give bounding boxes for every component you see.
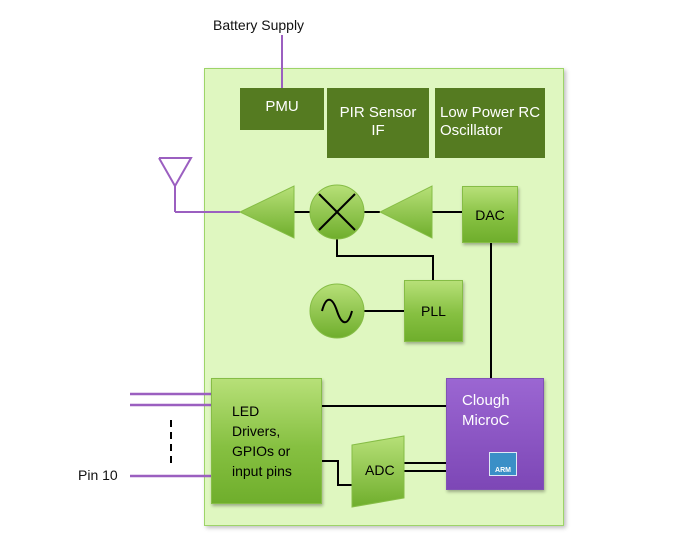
antenna-icon — [158, 157, 240, 213]
led-label-1: LED — [232, 403, 260, 419]
battery-supply-label: Battery Supply — [213, 17, 305, 33]
pin10-label: Pin 10 — [78, 467, 118, 483]
pll-label: PLL — [421, 303, 446, 319]
pll-block: PLL — [404, 280, 463, 342]
mcu-block: Clough MicroC ARM — [446, 378, 544, 490]
led-label-3: GPIOs or — [232, 443, 291, 459]
pmu-block: PMU — [240, 88, 324, 130]
led-label-2: Drivers, — [232, 423, 281, 439]
pir-sensor-block: PIR Sensor IF — [327, 88, 429, 158]
led-to-adc-wire — [322, 460, 352, 486]
mcu-label-1: Clough — [462, 392, 510, 409]
mcu-label-2: MicroC — [462, 412, 510, 429]
arm-logo-text: ARM — [495, 467, 511, 474]
mixer-icon — [309, 184, 365, 240]
pir-sensor-label: PIR Sensor — [339, 104, 417, 121]
led-drivers-block: LED Drivers, GPIOs or input pins — [211, 378, 322, 504]
oscillator-label: Oscillator — [440, 122, 503, 139]
pir-sensor-label-2: IF — [371, 122, 385, 139]
low-power-oscillator-block: Low Power RC Oscillator — [435, 88, 545, 158]
power-amplifier-icon — [238, 185, 295, 239]
adc-shape — [351, 435, 405, 508]
pmu-label: PMU — [265, 98, 299, 115]
driver-amplifier-icon — [378, 185, 433, 239]
mixer-lo-wire — [336, 238, 434, 280]
led-label-4: input pins — [232, 463, 292, 479]
low-power-label: Low Power RC — [440, 104, 541, 121]
arm-logo-icon: ARM — [489, 452, 517, 476]
adc-label: ADC — [365, 462, 395, 478]
sine-wave-icon — [309, 283, 365, 339]
dac-block: DAC — [462, 186, 518, 243]
dac-label: DAC — [475, 206, 505, 223]
